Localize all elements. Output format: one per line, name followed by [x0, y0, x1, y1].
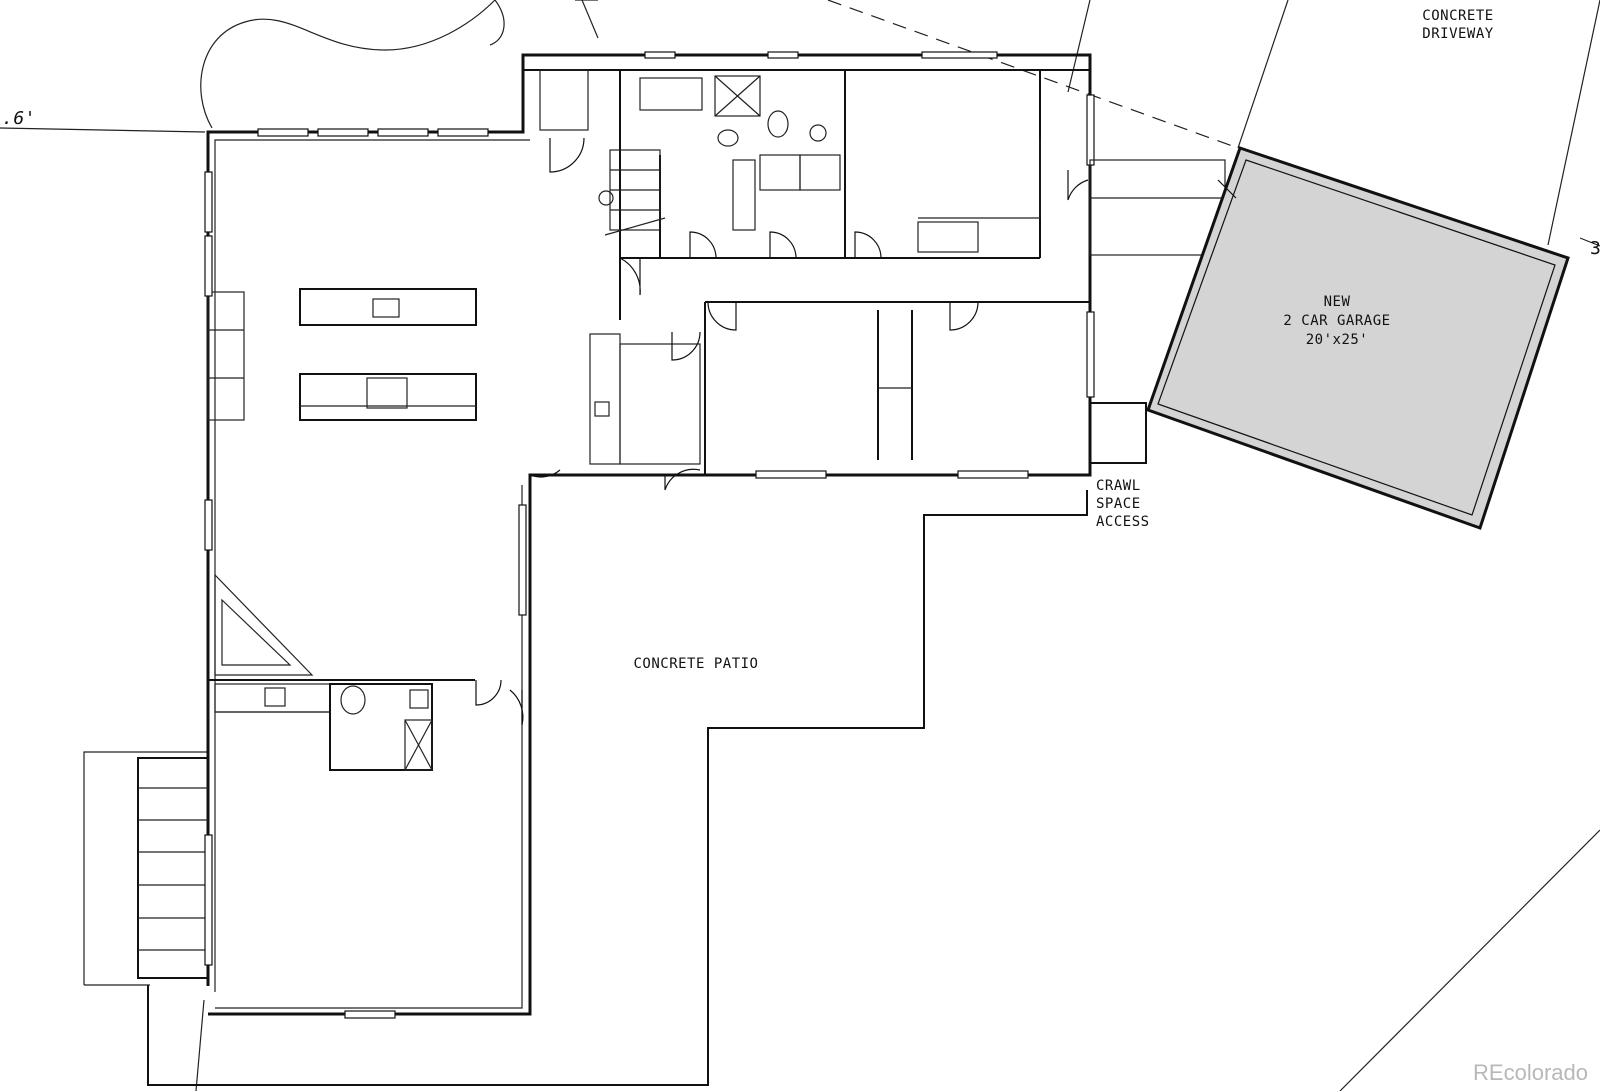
middle-bedrooms — [589, 301, 1090, 475]
kitchen — [207, 288, 477, 421]
north-wing — [523, 69, 1090, 320]
garage — [1146, 146, 1570, 530]
crawl-space-access — [1089, 402, 1147, 464]
doors — [475, 137, 1089, 726]
dimension-left: .6' — [2, 108, 36, 129]
driveway-label-1: CONCRETE — [1422, 8, 1493, 24]
garage-label-2: 2 CAR GARAGE — [1283, 313, 1390, 329]
walkway — [1089, 159, 1226, 256]
garage-label-3: 20'x25' — [1306, 332, 1369, 348]
dimension-right: 3 — [1590, 238, 1600, 259]
crawl-label-3: ACCESS — [1096, 514, 1150, 530]
labels: CONCRETE DRIVEWAY NEW 2 CAR GARAGE 20'x2… — [2, 8, 1600, 1085]
exterior-walls — [206, 53, 1092, 1016]
southwest-wing — [137, 573, 475, 979]
windows — [204, 51, 1095, 1019]
patio-label: CONCRETE PATIO — [633, 656, 758, 672]
concrete-patio — [83, 490, 1088, 1086]
crawl-label-2: SPACE — [1096, 496, 1141, 512]
watermark: REcolorado — [1473, 1060, 1588, 1085]
driveway-label-2: DRIVEWAY — [1422, 26, 1494, 42]
crawl-label-1: CRAWL — [1096, 478, 1141, 494]
garage-label-1: NEW — [1324, 294, 1351, 310]
